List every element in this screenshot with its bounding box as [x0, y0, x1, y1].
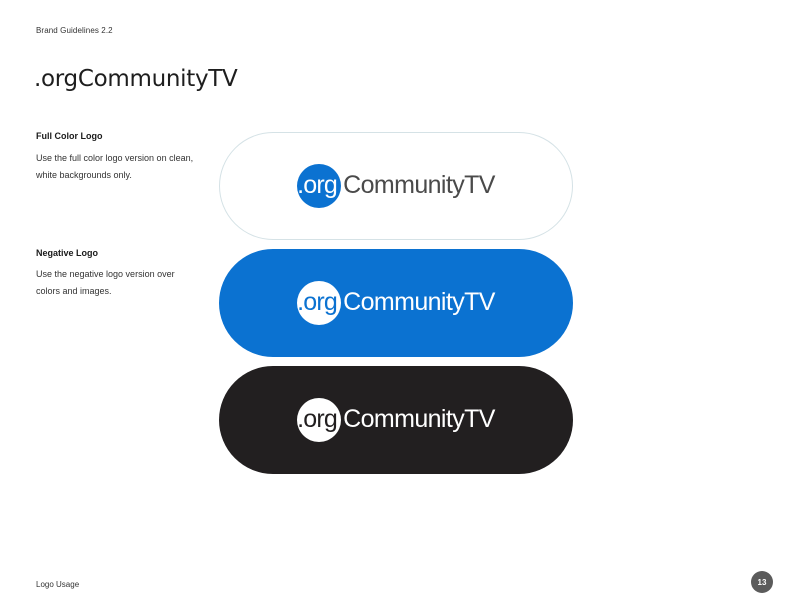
- page-title: .orgCommunityTV: [34, 66, 238, 92]
- negative-logo-heading: Negative Logo: [36, 248, 99, 258]
- negative-black-logo: .org CommunityTV: [297, 398, 495, 442]
- document-footer: Logo Usage: [36, 580, 80, 589]
- logo-org-text: .org: [297, 404, 338, 433]
- logo-wordmark: CommunityTV: [343, 404, 495, 433]
- logo-wordmark: CommunityTV: [343, 287, 495, 316]
- negative-blue-logo: .org CommunityTV: [297, 281, 495, 325]
- page-number-badge: 13: [751, 571, 773, 593]
- full-color-logo-heading: Full Color Logo: [36, 131, 103, 141]
- logo-org-text: .org: [297, 287, 338, 316]
- negative-black-logo-panel: .org CommunityTV: [219, 366, 573, 474]
- document-header: Brand Guidelines 2.2: [36, 26, 113, 35]
- negative-blue-logo-panel: .org CommunityTV: [219, 249, 573, 357]
- negative-logo-description: Use the negative logo version over color…: [36, 269, 175, 296]
- full-color-logo: .org CommunityTV: [297, 164, 495, 208]
- logo-circle-mark: .org: [297, 281, 342, 325]
- logo-circle-mark: .org: [297, 398, 342, 442]
- logo-org-text: .org: [297, 170, 338, 199]
- full-color-logo-description: Use the full color logo version on clean…: [36, 153, 194, 180]
- full-color-logo-panel: .org CommunityTV: [219, 132, 573, 240]
- logo-wordmark: CommunityTV: [343, 170, 495, 199]
- logo-circle-mark: .org: [297, 164, 342, 208]
